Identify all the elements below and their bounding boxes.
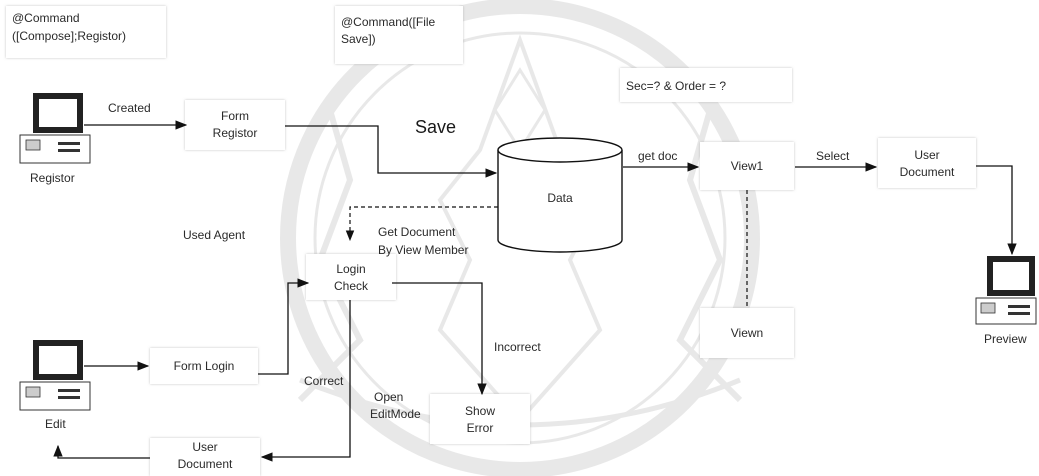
form-registor-line1: Form	[221, 109, 249, 123]
query-note: Sec=? & Order = ?	[620, 68, 792, 102]
form-registor-line2: Registor	[213, 126, 258, 140]
user-document-bottom-node: User Document	[150, 438, 260, 476]
show-error-line1: Show	[465, 404, 495, 418]
compose-command-line2: ([Compose];Registor)	[12, 29, 126, 43]
view1-node: View1	[700, 142, 794, 190]
query-text: Sec=? & Order = ?	[626, 79, 726, 93]
open-editmode-line1: Open	[374, 390, 403, 404]
user-document-top-node: User Document	[878, 138, 976, 188]
form-to-data-edge	[285, 125, 498, 178]
form-login-to-login-check-edge	[258, 278, 310, 375]
get-document-line1: Get Document	[378, 225, 456, 239]
user-document-top-line1: User	[914, 148, 939, 162]
form-registor-node: Form Registor	[185, 100, 285, 150]
compose-command-note: @Command ([Compose];Registor)	[6, 6, 166, 58]
view1-label: View1	[731, 159, 764, 173]
preview-label: Preview	[984, 332, 1027, 346]
show-error-node: Show Error	[430, 394, 530, 444]
get-doc-label: get doc	[638, 149, 677, 163]
incorrect-label: Incorrect	[494, 340, 541, 354]
user-document-to-preview-edge	[976, 165, 1017, 256]
viewn-node: Viewn	[700, 308, 794, 358]
save-label: Save	[415, 117, 456, 137]
select-label: Select	[816, 149, 850, 163]
user-document-bottom-line2: Document	[178, 457, 233, 471]
get-document-line2: By View Member	[378, 243, 468, 257]
data-label: Data	[547, 191, 573, 205]
open-editmode-line2: EditMode	[370, 407, 421, 421]
created-label: Created	[108, 101, 151, 115]
login-check-to-user-document-edge	[260, 300, 351, 462]
user-document-top-line2: Document	[900, 165, 955, 179]
compose-command-line1: @Command	[12, 11, 80, 25]
user-document-to-edit-edge	[53, 444, 150, 459]
registor-computer-icon	[19, 93, 91, 164]
preview-computer-icon	[975, 256, 1037, 325]
edit-computer-icon	[19, 340, 91, 411]
data-store-cylinder: Data	[497, 137, 623, 253]
login-check-node: Login Check	[306, 254, 396, 300]
show-error-line2: Error	[467, 421, 494, 435]
edit-label: Edit	[45, 417, 66, 431]
user-document-bottom-line1: User	[192, 440, 217, 454]
form-login-label: Form Login	[174, 359, 235, 373]
data-to-login-check-dashed-edge	[345, 206, 498, 242]
login-check-line1: Login	[336, 262, 365, 276]
login-check-line2: Check	[334, 279, 369, 293]
correct-label: Correct	[304, 374, 344, 388]
viewn-label: Viewn	[731, 326, 763, 340]
login-check-to-show-error-edge	[392, 282, 487, 396]
file-save-command-note: @Command([File Save])	[335, 6, 463, 64]
registor-label: Registor	[30, 171, 75, 185]
form-login-node: Form Login	[150, 348, 258, 384]
used-agent-label: Used Agent	[183, 228, 246, 242]
file-save-command-line1: @Command([File	[341, 15, 436, 29]
file-save-command-line2: Save])	[341, 32, 376, 46]
